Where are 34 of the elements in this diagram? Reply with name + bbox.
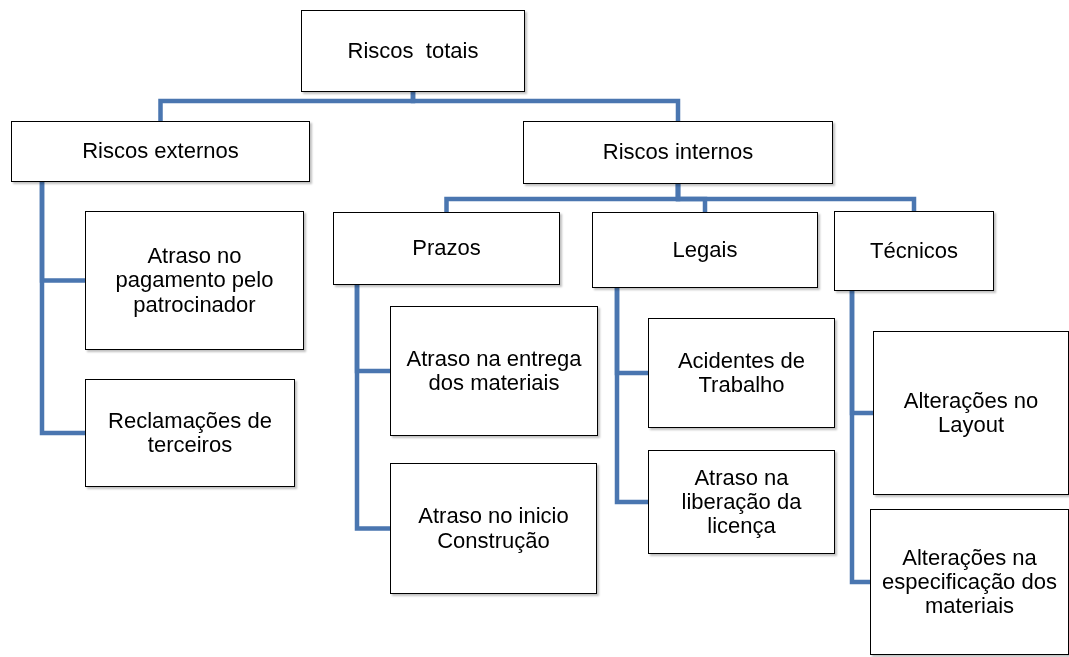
box	[870, 509, 1069, 655]
box-label: Atraso no pagamento pelo patrocinador	[114, 244, 275, 317]
box-label: Alterações no Layout	[902, 388, 1040, 438]
box-label: Legais	[671, 237, 739, 263]
connector-line	[39, 182, 85, 436]
box-label: Prazos	[411, 236, 482, 261]
box-label: Riscos internos	[601, 140, 755, 165]
box-label: Riscos externos	[81, 139, 240, 164]
box	[592, 212, 818, 288]
connector-line	[614, 288, 648, 505]
box-label: Riscos totais	[346, 38, 480, 64]
box	[523, 121, 833, 184]
box-label: Alterações na especificação dos materiais	[881, 545, 1058, 619]
box	[333, 212, 560, 285]
box	[85, 379, 295, 487]
connector-line	[354, 285, 390, 531]
box	[834, 211, 994, 291]
box-label: Atraso na liberação da licença	[680, 465, 803, 539]
box	[873, 331, 1069, 495]
box	[390, 463, 597, 594]
box	[301, 10, 525, 92]
box-label: Acidentes de Trabalho	[676, 348, 807, 398]
box-label: Atraso na entrega dos materiais	[405, 346, 583, 396]
box-label: Atraso no inicio Construção	[417, 504, 570, 553]
box	[648, 450, 835, 554]
box	[11, 121, 310, 182]
box	[390, 306, 598, 436]
box	[85, 211, 304, 350]
connector-line	[675, 184, 917, 211]
connector-line	[410, 92, 681, 121]
box-label: Técnicos	[868, 238, 959, 264]
box	[648, 318, 835, 428]
box-label: Reclamações de terceiros	[107, 408, 273, 458]
connector-line	[849, 291, 870, 585]
